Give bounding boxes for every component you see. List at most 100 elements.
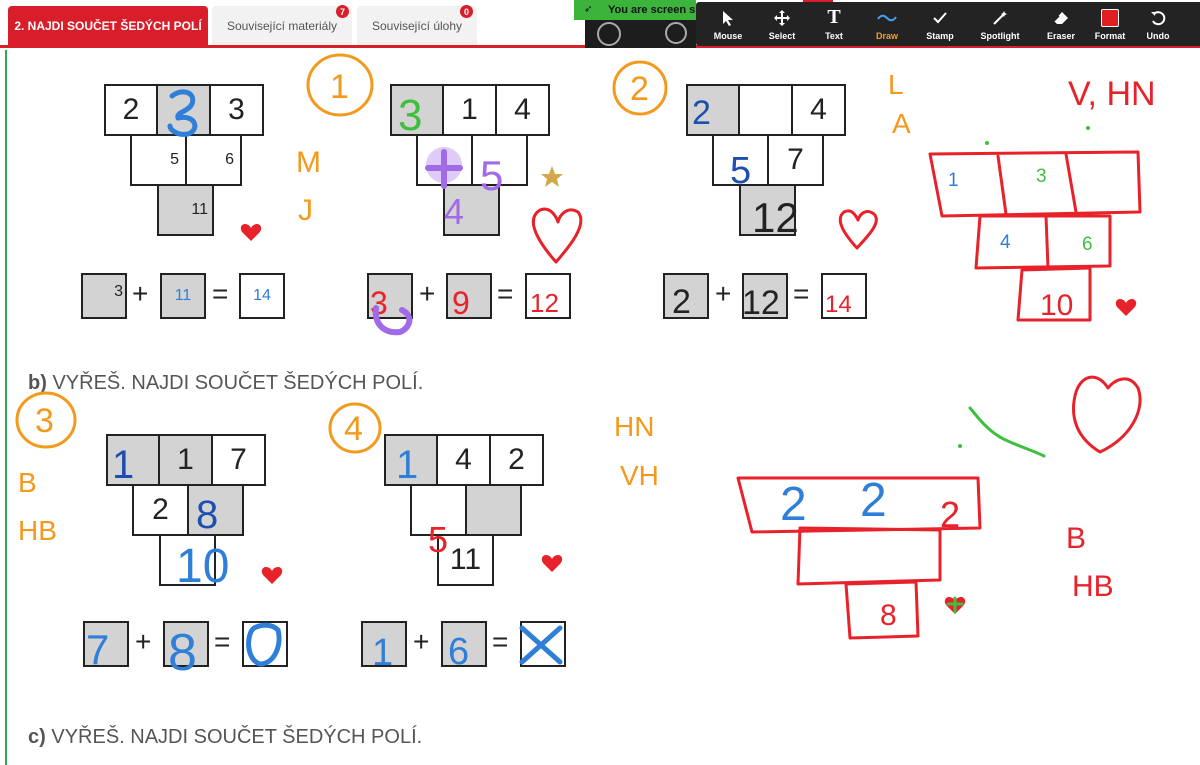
left-accent-bar bbox=[5, 50, 7, 765]
hand-label: A bbox=[892, 108, 911, 139]
tool-label: Select bbox=[768, 30, 796, 41]
equation-cell[interactable] bbox=[663, 273, 709, 319]
pyramid-cell[interactable]: 1 bbox=[442, 84, 497, 136]
sharing-status-icon[interactable] bbox=[597, 22, 621, 46]
pyramid-cell[interactable] bbox=[686, 84, 740, 136]
tool-text[interactable]: T Text bbox=[808, 2, 860, 46]
pyramid-cell[interactable] bbox=[712, 134, 769, 186]
equation-cell[interactable] bbox=[361, 621, 407, 667]
hand-label: 3 bbox=[35, 402, 54, 440]
equation-cell[interactable] bbox=[367, 273, 413, 319]
hand-label: 2 bbox=[780, 478, 807, 531]
tool-stamp[interactable]: Stamp bbox=[914, 2, 966, 46]
check-stamp-icon bbox=[932, 8, 948, 28]
equals-sign: = bbox=[793, 278, 810, 309]
tool-undo[interactable]: Undo bbox=[1132, 2, 1184, 46]
pyramid-cell[interactable]: 2 bbox=[489, 434, 544, 486]
squiggle-icon bbox=[877, 8, 897, 28]
equation-cell[interactable] bbox=[446, 273, 492, 319]
pyramid-cell[interactable]: 4 bbox=[436, 434, 491, 486]
section-letter: b) bbox=[28, 372, 47, 394]
plus-sign: + bbox=[413, 626, 430, 657]
hand-label: 4 bbox=[344, 410, 363, 448]
pyramid-cell[interactable]: 4 bbox=[495, 84, 550, 136]
tab-souvisejici-ulohy[interactable]: Související úlohy bbox=[357, 6, 477, 45]
pyramid-cell[interactable] bbox=[390, 84, 444, 136]
pyramid-cell[interactable]: 7 bbox=[211, 434, 266, 486]
pyramid-cell[interactable] bbox=[416, 134, 473, 186]
eraser-icon bbox=[1053, 8, 1069, 28]
magic-wand-icon bbox=[992, 8, 1008, 28]
tab-souvisejici-materialy[interactable]: Související materiály bbox=[212, 6, 352, 45]
pyramid-cell[interactable]: 6 bbox=[185, 134, 242, 186]
pyramid-cell[interactable] bbox=[471, 134, 528, 186]
equation-cell[interactable] bbox=[441, 621, 487, 667]
pyramid-cell[interactable]: 11 bbox=[437, 534, 494, 586]
tool-mouse[interactable]: Mouse bbox=[702, 2, 754, 46]
pyramid-cell[interactable]: 11 bbox=[157, 184, 214, 236]
section-text: VYŘEŠ. NAJDI SOUČET ŠEDÝCH POLÍ. bbox=[51, 726, 423, 748]
pyramid-cell[interactable]: 3 bbox=[209, 84, 264, 136]
equation-cell[interactable] bbox=[525, 273, 571, 319]
pyramid-cell[interactable] bbox=[159, 534, 216, 586]
pyramid-cell[interactable]: 1 bbox=[158, 434, 213, 486]
equals-sign: = bbox=[212, 278, 229, 309]
tool-spotlight[interactable]: Spotlight bbox=[974, 2, 1026, 46]
equation-cell[interactable] bbox=[242, 621, 288, 667]
hand-label: B bbox=[18, 467, 37, 498]
pyramid-cell[interactable] bbox=[384, 434, 438, 486]
hand-label: VH bbox=[620, 460, 659, 491]
equation-cell[interactable] bbox=[821, 273, 867, 319]
undo-icon bbox=[1150, 8, 1166, 28]
tab-najdi-soucet[interactable]: 2. NAJDI SOUČET ŠEDÝCH POLÍ bbox=[8, 6, 208, 45]
tab-label: Související úlohy bbox=[371, 18, 463, 33]
plus-sign: + bbox=[419, 278, 436, 309]
pyramid-cell[interactable]: 5 bbox=[130, 134, 187, 186]
section-text: VYŘEŠ. NAJDI SOUČET ŠEDÝCH POLÍ. bbox=[52, 372, 424, 394]
pyramid-cell[interactable] bbox=[738, 84, 793, 136]
hand-label: B bbox=[1066, 522, 1086, 555]
pyramid-cell[interactable] bbox=[156, 84, 211, 136]
pyramid-cell[interactable] bbox=[410, 484, 467, 536]
hand-label: L bbox=[888, 69, 904, 100]
hand-number: 1 bbox=[948, 170, 959, 191]
tool-format[interactable]: Format bbox=[1084, 2, 1136, 46]
tool-draw[interactable]: Draw bbox=[861, 2, 913, 46]
pyramid-cell[interactable] bbox=[106, 434, 160, 486]
screen-sharing-banner[interactable]: You are screen sharing bbox=[574, 0, 696, 20]
hand-label: J bbox=[298, 194, 313, 227]
hand-label: 10 bbox=[1040, 289, 1073, 322]
equation-cell[interactable] bbox=[163, 621, 209, 667]
hand-label: 2 bbox=[940, 494, 960, 535]
hand-label: HB bbox=[18, 515, 57, 546]
pyramid-cell[interactable]: 4 bbox=[791, 84, 846, 136]
pyramid-cell[interactable]: 2 bbox=[132, 484, 189, 536]
equation-cell[interactable]: 3 bbox=[81, 273, 127, 319]
plus-sign: + bbox=[132, 278, 149, 309]
star-stamp-icon bbox=[541, 166, 563, 187]
color-square-icon bbox=[1101, 8, 1119, 28]
pyramid-cell[interactable]: 7 bbox=[767, 134, 824, 186]
tool-eraser[interactable]: Eraser bbox=[1035, 2, 1087, 46]
equation-cell[interactable] bbox=[520, 621, 566, 667]
text-T-icon: T bbox=[827, 6, 841, 28]
hand-label: V, HN bbox=[1068, 75, 1156, 113]
record-icon[interactable] bbox=[665, 22, 687, 44]
pyramid-cell[interactable] bbox=[739, 184, 796, 236]
green-strokes bbox=[946, 406, 1046, 614]
equation-cell[interactable] bbox=[742, 273, 788, 319]
tool-select[interactable]: Select bbox=[756, 2, 808, 46]
pyramid-cell[interactable] bbox=[465, 484, 522, 536]
hand-drawn-heart-icons bbox=[531, 207, 1142, 454]
pyramid-cell[interactable] bbox=[187, 484, 244, 536]
equation-cell[interactable]: 11 bbox=[160, 273, 206, 319]
equals-sign: = bbox=[497, 278, 514, 309]
equation-cell[interactable] bbox=[83, 621, 129, 667]
annotation-toolbar: Mouse Select T Text Draw Stamp Spotlight… bbox=[696, 2, 1200, 46]
pyramid-cell[interactable] bbox=[443, 184, 500, 236]
hand-number: 6 bbox=[1082, 234, 1093, 255]
equation-cell[interactable]: 14 bbox=[239, 273, 285, 319]
badge-count: 0 bbox=[460, 5, 473, 18]
pyramid-cell[interactable]: 2 bbox=[104, 84, 158, 136]
equals-sign: = bbox=[214, 626, 231, 657]
